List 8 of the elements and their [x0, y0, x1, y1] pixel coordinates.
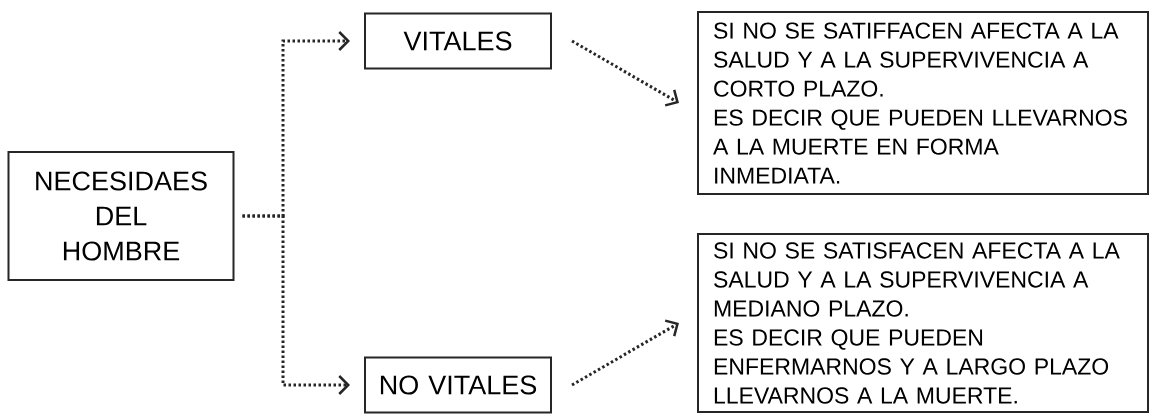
category-box: VITALES — [364, 12, 552, 70]
category-box: NO VITALES — [364, 356, 552, 414]
description-box: SI NO SE SATIFFACEN AFECTA A LA SALUD Y A LA SUPERVIVENCIA A CORTO PLAZO. ES DECIR QUE PUEDEN LLEVARNOS A LA MUERTE EN FORMA INMEDIATA. — [697, 11, 1149, 195]
concept-box: NECESIDAES DEL HOMBRE — [7, 151, 235, 281]
arrow — [242, 214, 350, 395]
description-box: SI NO SE SATISFACEN AFECTA A LA SALUD Y A LA SUPERVIVENCIA A MEDIANO PLAZO. ES DECIR QUE PUEDEN ENFERMARNOS Y A LARGO PLAZO LLEVARNOS A LA MUERTE. — [697, 233, 1149, 413]
arrow — [571, 39, 679, 107]
arrow — [571, 319, 679, 387]
